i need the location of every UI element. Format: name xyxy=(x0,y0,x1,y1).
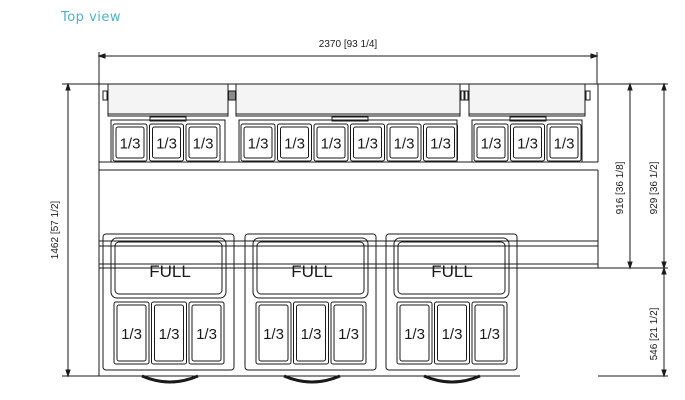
third-pan: 1/3 xyxy=(510,123,545,162)
full-pan-label: FULL xyxy=(291,262,333,281)
third-pan: 1/3 xyxy=(434,301,470,365)
third-pan: 1/3 xyxy=(386,123,422,162)
third-pan: 1/3 xyxy=(396,301,433,365)
third-pan-label: 1/3 xyxy=(442,326,463,343)
third-pan-label: 1/3 xyxy=(517,136,538,153)
overall-depth-dimension: 1462 [57 1/2] xyxy=(50,82,99,378)
third-pan-label: 1/3 xyxy=(479,326,500,343)
third-pan: 1/3 xyxy=(112,123,148,162)
third-pan-label: 1/3 xyxy=(248,136,269,153)
drawer-module-2: FULL xyxy=(244,233,377,384)
top-pan-group-right xyxy=(463,83,591,163)
third-pan-label: 1/3 xyxy=(263,326,284,343)
top-pan-group-middle xyxy=(230,83,466,163)
third-pan: 1/3 xyxy=(423,123,458,162)
third-pan: 1/3 xyxy=(113,301,150,365)
third-pan: 1/3 xyxy=(330,301,367,365)
third-pan: 1/3 xyxy=(149,123,184,162)
overall-width-dimension: 2370 [93 1/4] xyxy=(97,39,599,84)
third-pan-label: 1/3 xyxy=(321,136,342,153)
depth-916-label: 916 [36 1/8] xyxy=(615,161,626,214)
third-pan-label: 1/3 xyxy=(430,136,451,153)
third-pan-label: 1/3 xyxy=(357,136,378,153)
overall-depth-label: 1462 [57 1/2] xyxy=(50,201,61,260)
overall-width-label: 2370 [93 1/4] xyxy=(319,39,378,50)
third-pan: 1/3 xyxy=(350,123,385,162)
depth-546-label: 546 [21 1/2] xyxy=(649,307,660,360)
drawer-module-3: FULL xyxy=(385,233,518,384)
top-third-pans: 1/3 1/3 1/3 1/3 1/3 1/3 1/3 1/3 1/3 1/3 1/3 1/3 xyxy=(112,123,582,162)
third-pan: 1/3 xyxy=(313,123,349,162)
third-pan: 1/3 xyxy=(471,301,508,365)
third-pan: 1/3 xyxy=(546,123,582,162)
third-pan-label: 1/3 xyxy=(156,136,177,153)
third-pan-label: 1/3 xyxy=(284,136,305,153)
third-pan: 1/3 xyxy=(293,301,329,365)
third-pan: 1/3 xyxy=(277,123,312,162)
drawer-module-1: FULL xyxy=(102,233,235,384)
third-pan-label: 1/3 xyxy=(404,326,425,343)
third-pan-label: 1/3 xyxy=(481,136,502,153)
third-pan-label: 1/3 xyxy=(394,136,415,153)
full-pan-label: FULL xyxy=(149,262,191,281)
third-pan-label: 1/3 xyxy=(338,326,359,343)
third-pan-label: 1/3 xyxy=(196,326,217,343)
third-pan-label: 1/3 xyxy=(193,136,214,153)
third-pan: 1/3 xyxy=(473,123,509,162)
third-pan: 1/3 xyxy=(188,301,225,365)
third-pan: 1/3 xyxy=(151,301,187,365)
third-pan: 1/3 xyxy=(240,123,276,162)
third-pan: 1/3 xyxy=(185,123,221,162)
third-pan-label: 1/3 xyxy=(159,326,180,343)
top-pan-group-left xyxy=(102,83,234,163)
drawer-third-pans: 1/3 1/3 1/3 1/3 1/3 1/3 1/3 1/3 1/3 xyxy=(113,301,508,365)
depth-929-label: 929 [36 1/2] xyxy=(649,161,660,214)
third-pan-label: 1/3 xyxy=(301,326,322,343)
third-pan-label: 1/3 xyxy=(121,326,142,343)
right-depth-dimensions: 916 [36 1/8] 929 [36 1/2] 546 [21 1/2] xyxy=(598,82,668,378)
third-pan-label: 1/3 xyxy=(554,136,575,153)
diagram-title: Top view xyxy=(61,10,122,25)
full-pan-label: FULL xyxy=(431,262,473,281)
third-pan-label: 1/3 xyxy=(120,136,141,153)
third-pan: 1/3 xyxy=(255,301,292,365)
